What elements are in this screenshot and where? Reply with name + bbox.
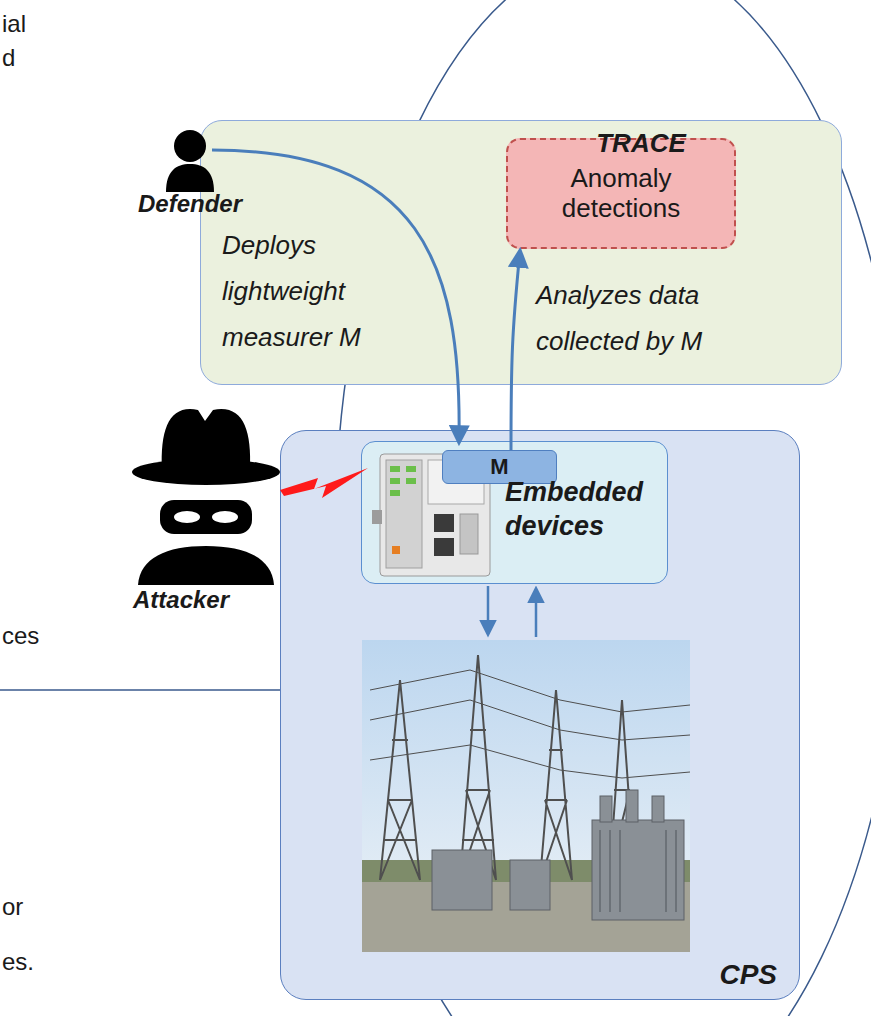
plc-device-photo bbox=[434, 514, 454, 532]
defender-icon bbox=[166, 130, 214, 192]
substation-photo bbox=[370, 655, 690, 880]
attacker-icon bbox=[162, 409, 250, 470]
box-label: Embedded devices bbox=[505, 476, 660, 544]
substation-photo bbox=[665, 830, 667, 912]
substation-photo bbox=[599, 830, 601, 912]
text-holder: Deploys lightweight measurer M bbox=[222, 222, 387, 360]
sensor-arrow bbox=[535, 589, 538, 637]
actor-label: Attacker bbox=[133, 586, 273, 615]
plc-device-photo bbox=[406, 466, 416, 472]
substation-photo bbox=[600, 830, 676, 912]
text-holder: Embedded devices bbox=[505, 476, 660, 544]
plc-device-photo bbox=[390, 466, 400, 472]
substation-photo bbox=[362, 880, 690, 952]
substation-photo bbox=[362, 860, 690, 882]
substation-photo bbox=[540, 690, 572, 880]
substation-photo bbox=[675, 830, 677, 912]
defender-icon bbox=[166, 164, 214, 192]
plc-device-photo bbox=[390, 466, 416, 496]
substation-photo bbox=[370, 670, 690, 712]
panel-title: CPS bbox=[719, 959, 777, 991]
cut-text: ial bbox=[2, 10, 62, 39]
deploy-arrow bbox=[212, 150, 459, 442]
substation-photo bbox=[600, 796, 612, 822]
text-holder: ial bbox=[2, 10, 62, 39]
arrow-note: Deploys lightweight measurer M bbox=[222, 222, 387, 360]
actor-label: Defender bbox=[138, 190, 278, 219]
plc-device-photo bbox=[406, 478, 416, 484]
cut-text: or bbox=[2, 893, 62, 922]
box-label: M bbox=[490, 456, 508, 478]
device-box: Embedded devices M bbox=[361, 441, 668, 584]
attacker-icon bbox=[138, 546, 274, 585]
plc-device-photo bbox=[392, 546, 400, 554]
substation-photo bbox=[626, 790, 638, 822]
substation-photo bbox=[380, 680, 420, 880]
text-holder: ces bbox=[2, 622, 62, 651]
substation-photo bbox=[609, 830, 611, 912]
plc-device-photo bbox=[434, 538, 454, 556]
attacker-icon bbox=[212, 511, 238, 523]
substation-photo bbox=[362, 640, 690, 952]
substation-photo bbox=[460, 655, 496, 880]
text-holder: Defender bbox=[138, 190, 278, 219]
substation-photo bbox=[610, 700, 634, 870]
attack-bolt bbox=[280, 468, 368, 498]
cut-text: ces bbox=[2, 622, 62, 651]
attacker-icon bbox=[132, 409, 280, 585]
text-holder: d bbox=[2, 44, 62, 73]
text-holder: Attacker bbox=[133, 586, 273, 615]
data-flow-arrow bbox=[511, 251, 520, 450]
box-label: Anomaly detections bbox=[521, 164, 721, 224]
substation-photo bbox=[362, 640, 690, 952]
substation-photo bbox=[370, 745, 690, 778]
substation-photo bbox=[370, 700, 690, 740]
plc-device-photo bbox=[386, 460, 422, 568]
plc-device-photo bbox=[390, 490, 400, 496]
defender-icon bbox=[174, 130, 206, 162]
text-holder: es. bbox=[2, 948, 62, 977]
substation-photo bbox=[652, 796, 664, 822]
text-holder: or bbox=[2, 893, 62, 922]
substation-photo bbox=[619, 830, 621, 912]
system-panel: CPS Embedded devices M bbox=[280, 430, 800, 1000]
substation-photo bbox=[592, 820, 684, 920]
substation-photo bbox=[432, 790, 684, 920]
plc-device-photo bbox=[390, 478, 400, 484]
control-arrow bbox=[487, 586, 490, 634]
plc-device-photo bbox=[460, 514, 478, 554]
text-holder: CPS bbox=[719, 959, 777, 991]
substation-photo bbox=[432, 850, 492, 910]
text-holder: TRACE bbox=[561, 129, 721, 159]
text-holder: Analyzes data collected by M bbox=[536, 272, 731, 364]
plc-device-photo bbox=[372, 510, 382, 524]
cut-text: d bbox=[2, 44, 62, 73]
substation-photo bbox=[510, 860, 550, 910]
attacker-icon bbox=[160, 500, 252, 534]
attacker-icon bbox=[174, 511, 200, 523]
panel-title: TRACE bbox=[561, 129, 721, 159]
attacker-icon bbox=[132, 459, 280, 485]
cut-text: es. bbox=[2, 948, 62, 977]
arrow-note: Analyzes data collected by M bbox=[536, 272, 731, 364]
